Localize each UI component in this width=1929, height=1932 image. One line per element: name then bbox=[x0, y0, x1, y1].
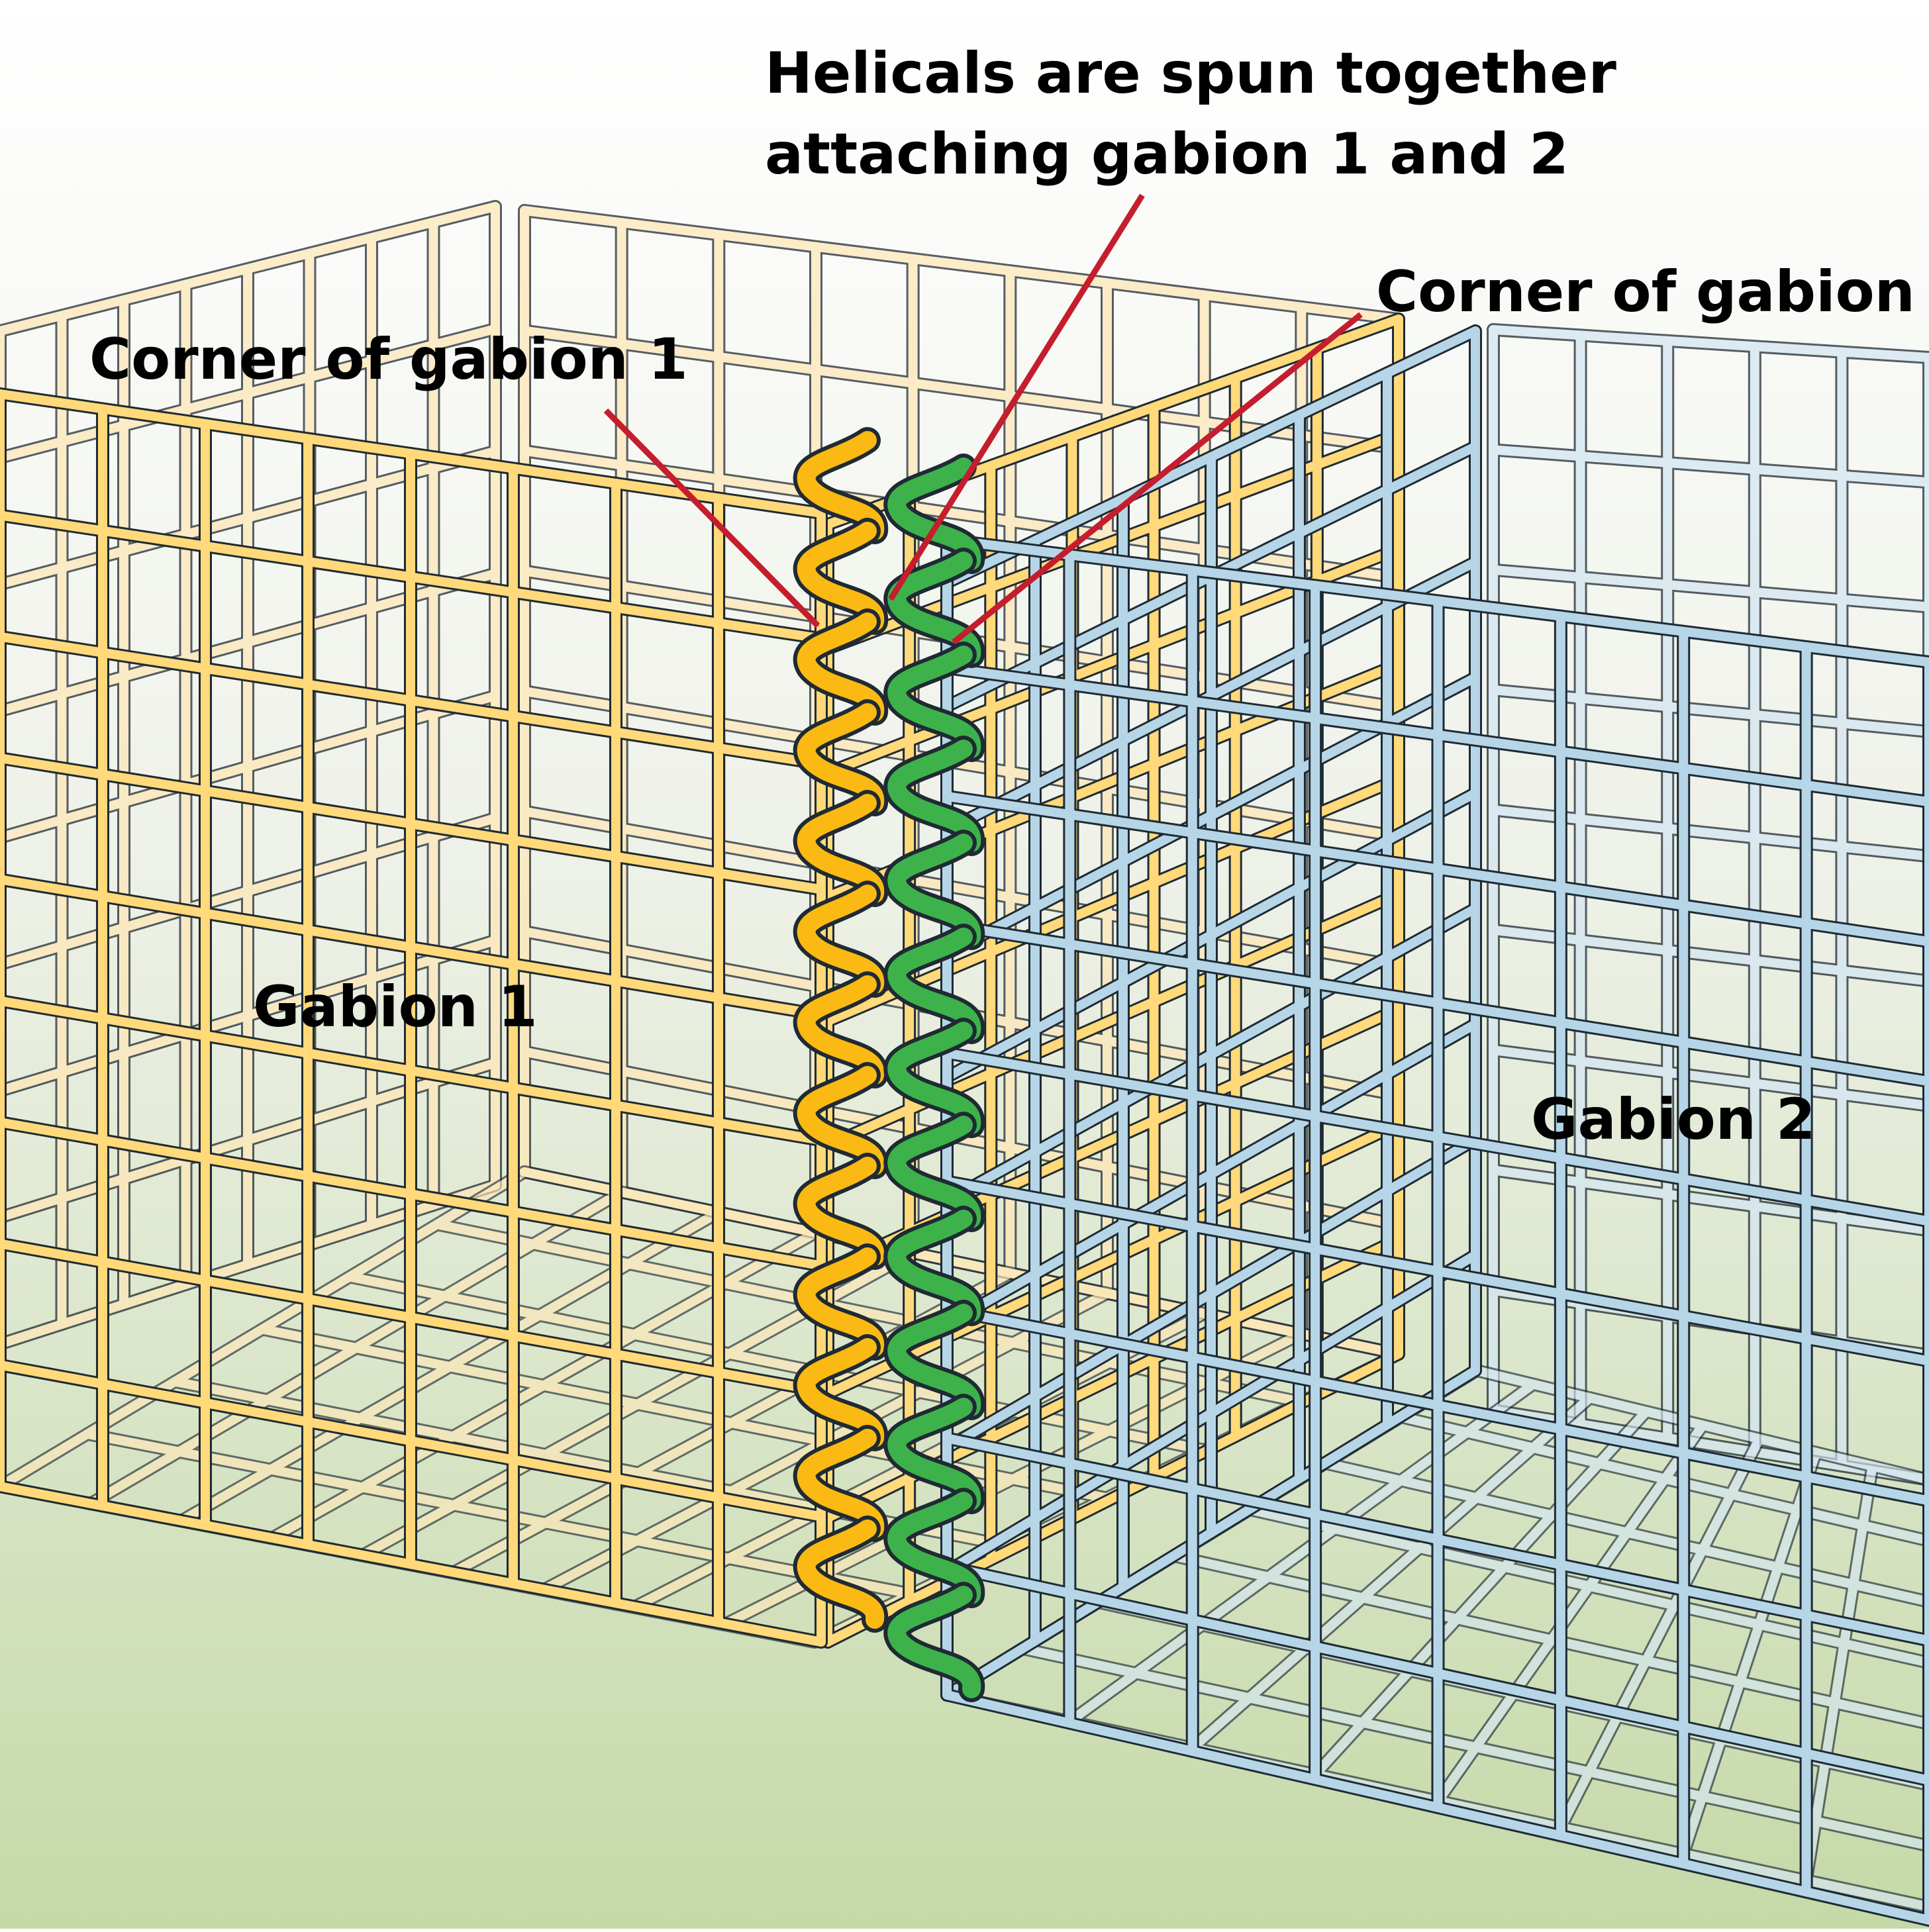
coil-turn bbox=[887, 1116, 981, 1228]
mesh-wire bbox=[1018, 1644, 1929, 1851]
mesh-wire bbox=[83, 1429, 916, 1599]
coil-turn bbox=[797, 703, 885, 812]
coil-turn bbox=[887, 1304, 981, 1416]
mesh-wire bbox=[520, 1167, 1403, 1359]
mesh-wire bbox=[1679, 1447, 1821, 1859]
coil-turn bbox=[887, 1210, 981, 1322]
mesh-wire bbox=[1187, 1393, 1595, 1753]
mesh-wire bbox=[0, 1482, 826, 1647]
coil-turn bbox=[797, 522, 885, 631]
coil-turn bbox=[797, 1520, 885, 1629]
red-arrow-icon bbox=[603, 408, 820, 628]
mesh-wire bbox=[1320, 1459, 1929, 1607]
yellow-coil-icon bbox=[793, 427, 889, 1633]
coil-turn bbox=[887, 1586, 981, 1698]
mesh-wire bbox=[942, 1177, 1929, 1366]
mesh-wire bbox=[1556, 1434, 1764, 1832]
mesh-wire bbox=[942, 1366, 1480, 1700]
annotation-arrows bbox=[603, 193, 1363, 645]
mesh-wire bbox=[1065, 1379, 1538, 1726]
gabion-2-label: Gabion 2 bbox=[1531, 1087, 1816, 1153]
mesh-wire bbox=[1489, 565, 1929, 612]
mesh-wire bbox=[520, 326, 1403, 454]
red-arrow-icon bbox=[952, 312, 1363, 645]
coil-turn bbox=[797, 1066, 885, 1175]
mesh-wire bbox=[1489, 445, 1929, 487]
mesh-wire bbox=[1489, 325, 1929, 362]
labels: Helicals are spun together attaching gab… bbox=[89, 40, 1929, 1153]
helicals-label-line-2: attaching gabion 1 and 2 bbox=[765, 121, 1569, 187]
gabion-1-label: Gabion 1 bbox=[253, 974, 538, 1040]
mesh-wire bbox=[942, 1433, 1929, 1645]
mesh-wire bbox=[1396, 1412, 1929, 1546]
coil-turn bbox=[797, 431, 885, 540]
mesh-wire bbox=[942, 326, 1480, 587]
mesh-wire bbox=[942, 1019, 1480, 1329]
corner-gabion-1-label: Corner of gabion 1 bbox=[89, 326, 688, 393]
coil-turn bbox=[887, 458, 981, 570]
mesh-wire bbox=[0, 1118, 826, 1271]
mesh-wire bbox=[942, 1305, 1929, 1506]
mesh-wire bbox=[942, 1048, 1929, 1226]
coil-turn bbox=[797, 1157, 885, 1266]
mesh-wire bbox=[1801, 1461, 1877, 1885]
coil-turn bbox=[887, 740, 981, 852]
coil-turn bbox=[887, 928, 981, 1040]
mesh-wire bbox=[942, 1690, 1929, 1925]
mesh-wire bbox=[942, 1562, 1929, 1785]
mesh-wire bbox=[0, 510, 826, 644]
coil-turn bbox=[797, 612, 885, 722]
mesh-wire bbox=[942, 663, 1929, 807]
mesh-wire bbox=[0, 753, 826, 894]
mesh-wire bbox=[1311, 1406, 1652, 1779]
mesh-wire bbox=[1472, 1366, 1929, 1484]
mesh-wire bbox=[942, 1250, 1480, 1576]
mesh-wire bbox=[0, 996, 826, 1145]
red-arrow-icon bbox=[888, 193, 1145, 601]
coil-turn bbox=[797, 1429, 885, 1538]
mesh-wire bbox=[0, 202, 500, 336]
gabion-2-front-mesh bbox=[940, 533, 1929, 1927]
coil-turn bbox=[797, 794, 885, 903]
mesh-wire bbox=[520, 206, 1403, 324]
mesh-wire bbox=[942, 788, 1480, 1082]
mesh-wire bbox=[942, 791, 1929, 947]
helicals-label-line-1: Helicals are spun together bbox=[765, 40, 1616, 107]
mesh-wire bbox=[520, 806, 1403, 971]
mesh-wire bbox=[942, 904, 1480, 1206]
mesh-wire bbox=[345, 1272, 1209, 1455]
coil-turn bbox=[887, 834, 981, 946]
coil-turn bbox=[887, 1492, 981, 1604]
mesh-wire bbox=[1433, 1420, 1708, 1806]
coil-turn bbox=[797, 1338, 885, 1447]
mesh-wire bbox=[942, 557, 1480, 835]
mesh-wire bbox=[942, 535, 1929, 667]
mesh-wire bbox=[942, 920, 1929, 1087]
coil-turn bbox=[887, 1398, 981, 1510]
coil-turn bbox=[797, 885, 885, 994]
mesh-wire bbox=[0, 1360, 826, 1521]
coil-turn bbox=[887, 1022, 981, 1134]
mesh-wire bbox=[0, 324, 500, 463]
gabion-1-front-mesh bbox=[0, 387, 828, 1649]
mesh-wire bbox=[0, 1239, 826, 1396]
corner-gabion-2-label: Corner of gabion 2 bbox=[1376, 259, 1929, 325]
mesh-wire bbox=[258, 1324, 1111, 1503]
coil-turn bbox=[797, 1247, 885, 1357]
mesh-wire bbox=[1245, 1505, 1929, 1668]
coil-turn bbox=[887, 646, 981, 758]
mesh-wire bbox=[0, 875, 826, 1020]
mesh-wire bbox=[942, 1135, 1480, 1453]
coil-turn bbox=[797, 975, 885, 1085]
mesh-wire bbox=[0, 632, 826, 769]
